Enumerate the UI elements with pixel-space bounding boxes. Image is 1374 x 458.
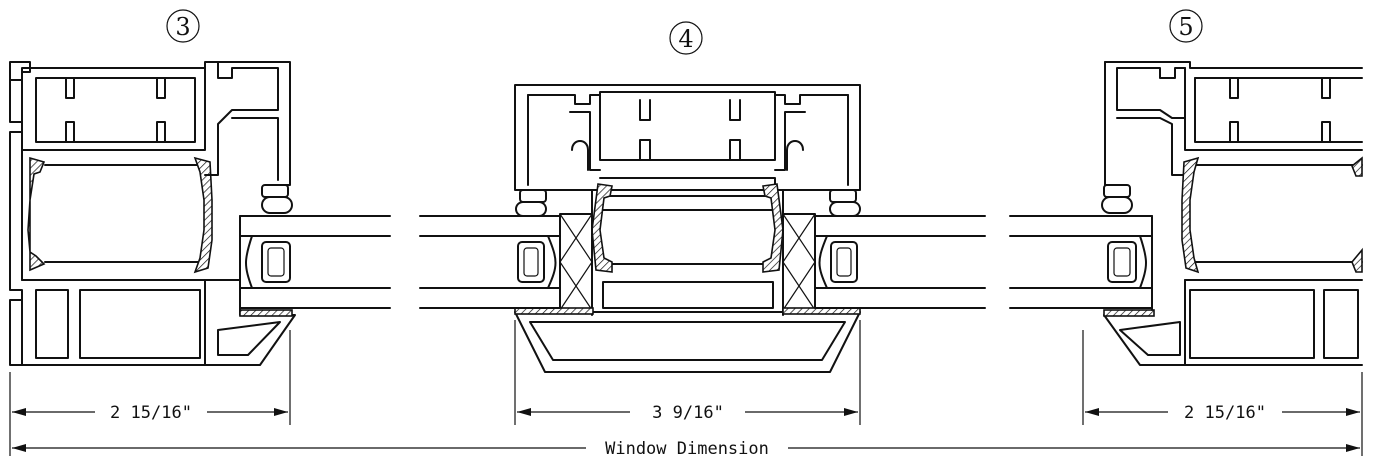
callout-5-label: 5	[1178, 13, 1193, 41]
callout-5: 5	[1169, 9, 1203, 43]
dimension-5: 2 15/16"	[1082, 330, 1363, 425]
section-3-frame	[9, 61, 296, 366]
dimension-3: 2 15/16"	[9, 330, 291, 425]
section-5-glazing	[1009, 215, 1153, 311]
overall-dimension-label: Window Dimension	[605, 439, 769, 458]
callout-4-label: 4	[678, 25, 693, 53]
dimension-3-label: 2 15/16"	[110, 403, 192, 423]
callout-3-label: 3	[175, 13, 190, 41]
section-4-mullion	[514, 84, 861, 373]
dimension-4: 3 9/16"	[514, 320, 861, 425]
callout-3: 3	[166, 9, 200, 43]
dimension-4-label: 3 9/16"	[652, 403, 724, 423]
callout-4: 4	[669, 21, 703, 55]
dimension-5-label: 2 15/16"	[1184, 403, 1266, 423]
section-4-glazing	[419, 215, 986, 309]
overall-dimension: Window Dimension	[9, 425, 1363, 458]
section-5-frame	[1101, 61, 1363, 366]
section-3-glazing	[239, 215, 391, 311]
